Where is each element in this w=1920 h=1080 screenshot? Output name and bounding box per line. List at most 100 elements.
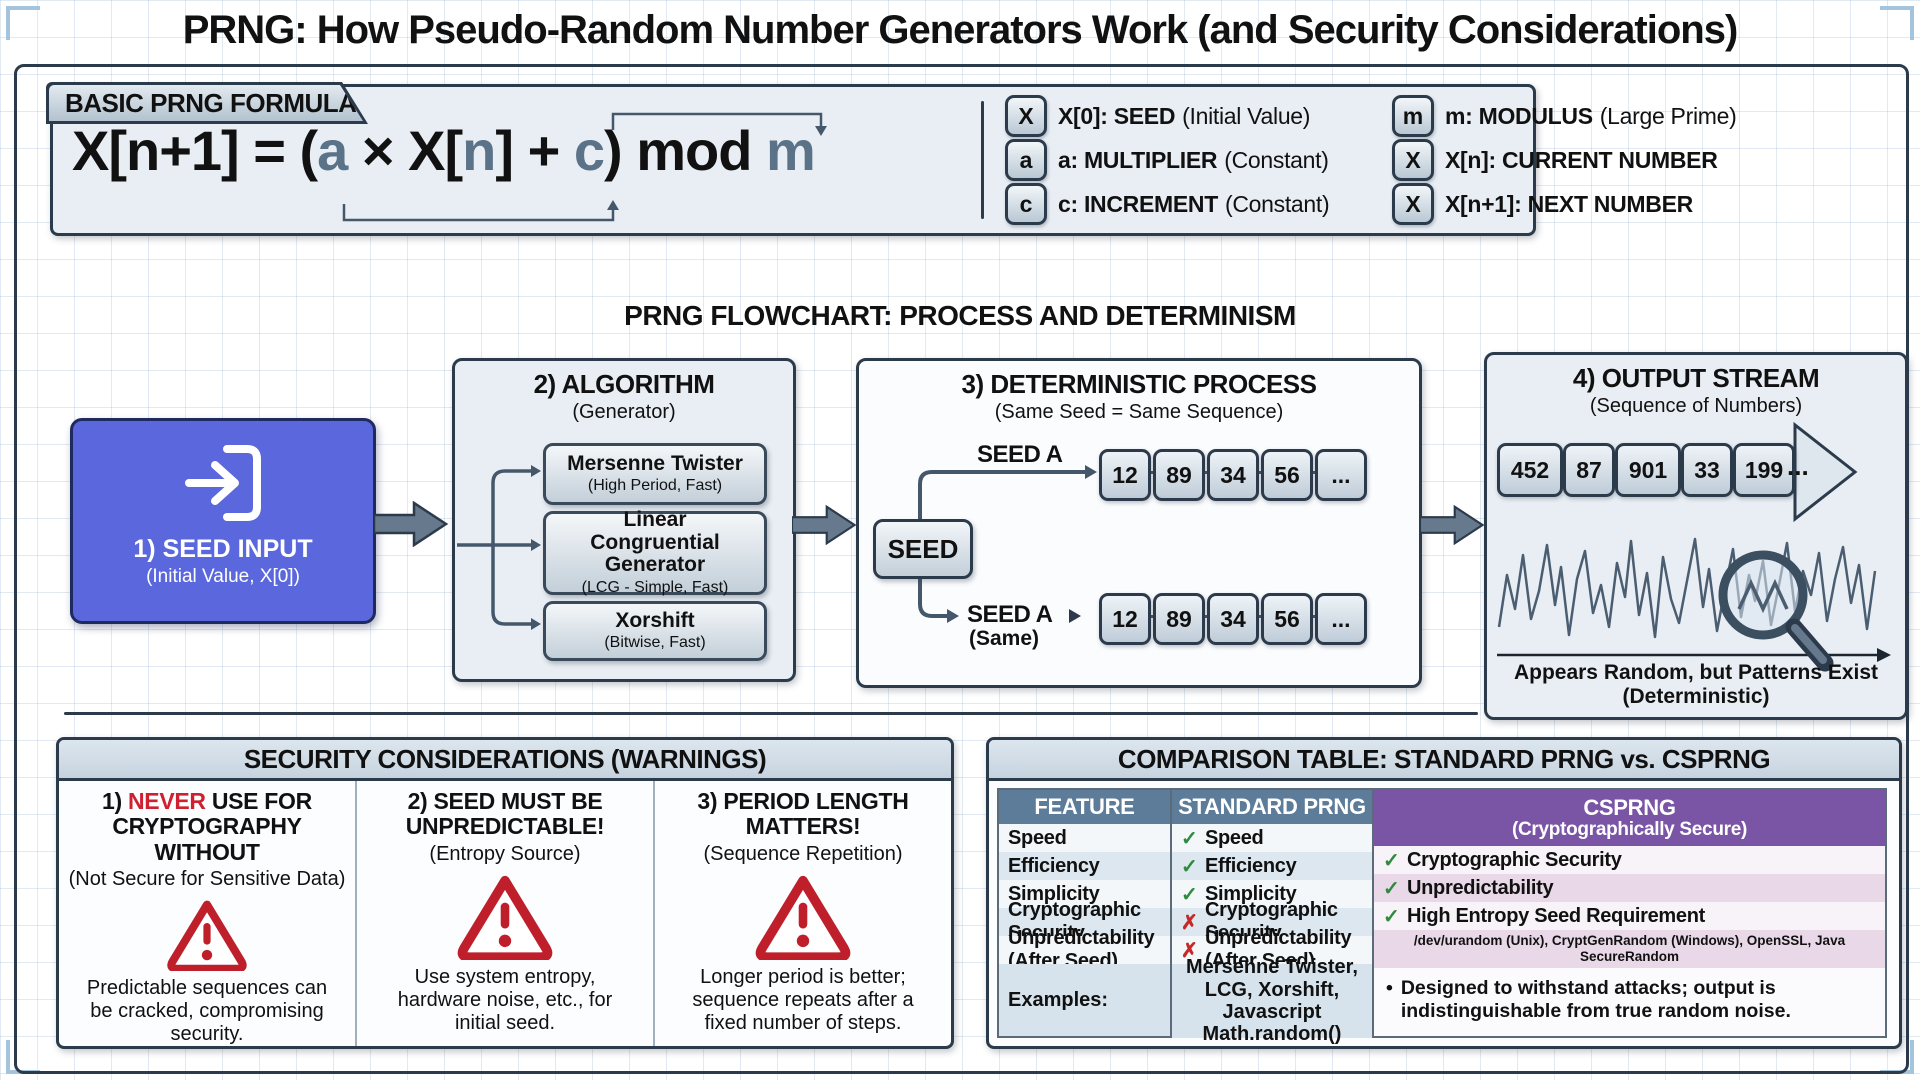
warning-subtitle: (Not Secure for Sensitive Data)	[68, 867, 346, 890]
seed-branch-connector	[918, 465, 1097, 623]
legend-term: X[n]: CURRENT NUMBER	[1445, 146, 1718, 173]
warning-title-pre: 1)	[102, 788, 128, 814]
csprng-note: • Designed to withstand attacks; output …	[1374, 968, 1885, 1036]
sequence-chip: 34	[1207, 449, 1259, 501]
legend-note: (Constant)	[1224, 190, 1330, 217]
csprng-row-text: Cryptographic Security	[1407, 848, 1622, 871]
legend-item-modulus: m m: MODULUS(Large Prime)	[1392, 95, 1737, 137]
step1-subtitle: (Initial Value, X[0])	[146, 566, 300, 587]
warning-title-post: USE FOR CRYPTOGRAPHY WITHOUT	[112, 788, 312, 865]
csprng-column-header: CSPRNG (Cryptographically Secure)	[1374, 790, 1885, 846]
csprng-row-text: Unpredictability	[1407, 876, 1554, 899]
warning-column-seed: 2) SEED MUST BE UNPREDICTABLE! (Entropy …	[355, 781, 653, 1046]
output-caption-line2: (Deterministic)	[1622, 685, 1770, 708]
feature-row: Simplicity	[999, 880, 1170, 908]
legend-term: m: MODULUS	[1445, 102, 1593, 129]
standard-row-text: Speed	[1204, 826, 1264, 849]
csprng-column: CSPRNG (Cryptographically Secure) ✓ Crypt…	[1372, 790, 1885, 1036]
stream-chip: 87	[1563, 443, 1615, 497]
feature-row: Speed	[999, 824, 1170, 852]
csprng-row: ✓Unpredictability	[1374, 874, 1885, 902]
branch-a-label: SEED A	[977, 441, 1063, 468]
formula-segment: × X[	[347, 119, 463, 182]
branch-b-note: (Same)	[969, 627, 1040, 650]
formula-segment: ] +	[495, 119, 574, 182]
standard-row: ✓Efficiency	[1171, 852, 1372, 880]
legend-item-seed: X X[0]: SEED(Initial Value)	[1005, 95, 1310, 137]
flow-arrow-icon	[792, 504, 857, 546]
sequence-chip: 34	[1207, 593, 1259, 645]
standard-column-header: STANDARD PRNG	[1171, 790, 1372, 824]
legend-term: X[0]: SEED	[1058, 102, 1176, 129]
corner-mark-top-left	[6, 6, 40, 40]
warning-title-red: NEVER	[127, 788, 206, 814]
warning-subtitle: (Sequence Repetition)	[703, 842, 903, 865]
stream-chip: 199	[1733, 443, 1795, 497]
algo-mersenne-twister: Mersenne Twister (High Period, Fast)	[543, 443, 767, 505]
flowchart-heading: PRNG FLOWCHART: PROCESS AND DETERMINISM	[624, 300, 1296, 331]
comparison-table: FEATURE Speed Efficiency Simplicity Cryp…	[997, 788, 1887, 1045]
stream-ellipsis: ...	[1787, 451, 1809, 481]
prng-formula: X[n+1] = (a × X[n] + c) mod m	[72, 118, 816, 183]
csprng-header-subtitle: (Cryptographically Secure)	[1511, 818, 1748, 840]
step2-title: 2) ALGORITHM	[533, 369, 715, 399]
check-icon: ✓	[1180, 883, 1198, 906]
comparison-header: COMPARISON TABLE: STANDARD PRNG vs. CSPR…	[989, 740, 1899, 781]
stream-chip: 452	[1497, 443, 1563, 497]
output-caption-line1: Appears Random, but Patterns Exist	[1513, 661, 1879, 684]
warning-triangle-icon	[457, 875, 553, 960]
page-title: PRNG: How Pseudo-Random Number Generator…	[182, 8, 1739, 52]
warning-column-period: 3) PERIOD LENGTH MATTERS! (Sequence Repe…	[653, 781, 951, 1046]
check-icon: ✓	[1383, 905, 1400, 928]
warning-triangle-icon	[755, 875, 851, 960]
branch-b-label: SEED A	[967, 601, 1053, 628]
formula-panel-header: BASIC PRNG FORMULA	[49, 85, 363, 121]
step4-subtitle: (Sequence of Numbers)	[1589, 395, 1803, 417]
sequence-chip: 12	[1099, 449, 1151, 501]
warning-body: Use system entropy, hardware noise, etc.…	[397, 965, 613, 1034]
formula-segment-n: n	[462, 119, 496, 182]
formula-segment: ) mod	[604, 119, 766, 182]
algo-desc: (LCG - Simple, Fast)	[581, 579, 729, 597]
formula-legend-divider	[981, 101, 984, 219]
legend-item-next-number: X X[n+1]: NEXT NUMBER	[1392, 183, 1700, 225]
csprng-header-title: CSPRNG	[1583, 795, 1676, 821]
csprng-note-text: Designed to withstand attacks; output is…	[1400, 977, 1791, 1022]
legend-item-current-number: X X[n]: CURRENT NUMBER	[1392, 139, 1725, 181]
legend-note: (Large Prime)	[1599, 102, 1737, 129]
csprng-row: ✓High Entropy Seed Requirement	[1374, 902, 1885, 930]
warning-triangle-icon	[167, 900, 247, 971]
csprng-examples: /dev/urandom (Unix), CryptGenRandom (Win…	[1374, 930, 1885, 968]
legend-item-increment: c c: INCREMENT(Constant)	[1005, 183, 1330, 225]
a-chip-icon: a	[1005, 139, 1047, 181]
flow-arrow-icon	[374, 500, 449, 548]
formula-segment-c: c	[573, 119, 605, 182]
algo-name: Xorshift	[615, 608, 695, 632]
step4-title: 4) OUTPUT STREAM	[1572, 363, 1820, 393]
check-icon: ✓	[1180, 827, 1198, 850]
sequence-chip: 89	[1153, 449, 1205, 501]
warning-title-pre: 2) SEED MUST BE UNPREDICTABLE!	[405, 788, 605, 840]
step2-algorithm-panel: 2) ALGORITHM (Generator) Mersenne Twiste…	[452, 358, 796, 682]
step3-subtitle: (Same Seed = Same Sequence)	[994, 401, 1284, 423]
step3-deterministic-panel: 3) DETERMINISTIC PROCESS (Same Seed = Sa…	[856, 358, 1422, 688]
sequence-chip: ...	[1315, 449, 1367, 501]
algo-name: Linear Congruential Generator	[590, 508, 720, 577]
security-body: 1) NEVER USE FOR CRYPTOGRAPHY WITHOUT (N…	[59, 781, 951, 1046]
warning-title-pre: 3) PERIOD LENGTH MATTERS!	[697, 788, 909, 840]
feature-row: Unpredictability (After Seed)	[999, 927, 1170, 972]
xn-chip-icon: X	[1392, 139, 1434, 181]
bullet-icon: •	[1386, 977, 1393, 999]
step2-subtitle: (Generator)	[572, 401, 676, 423]
seed-box: SEED	[873, 519, 973, 579]
sequence-chip: 12	[1099, 593, 1151, 645]
legend-item-multiplier: a a: MULTIPLIER(Constant)	[1005, 139, 1329, 181]
section-divider	[64, 712, 1478, 715]
check-icon: ✓	[1383, 849, 1400, 872]
corner-mark-top-right	[1880, 6, 1914, 40]
standard-row: ✓Simplicity	[1171, 880, 1372, 908]
cross-icon: ✗	[1180, 911, 1198, 934]
feature-row: Efficiency	[999, 852, 1170, 880]
xn1-chip-icon: X	[1392, 183, 1434, 225]
